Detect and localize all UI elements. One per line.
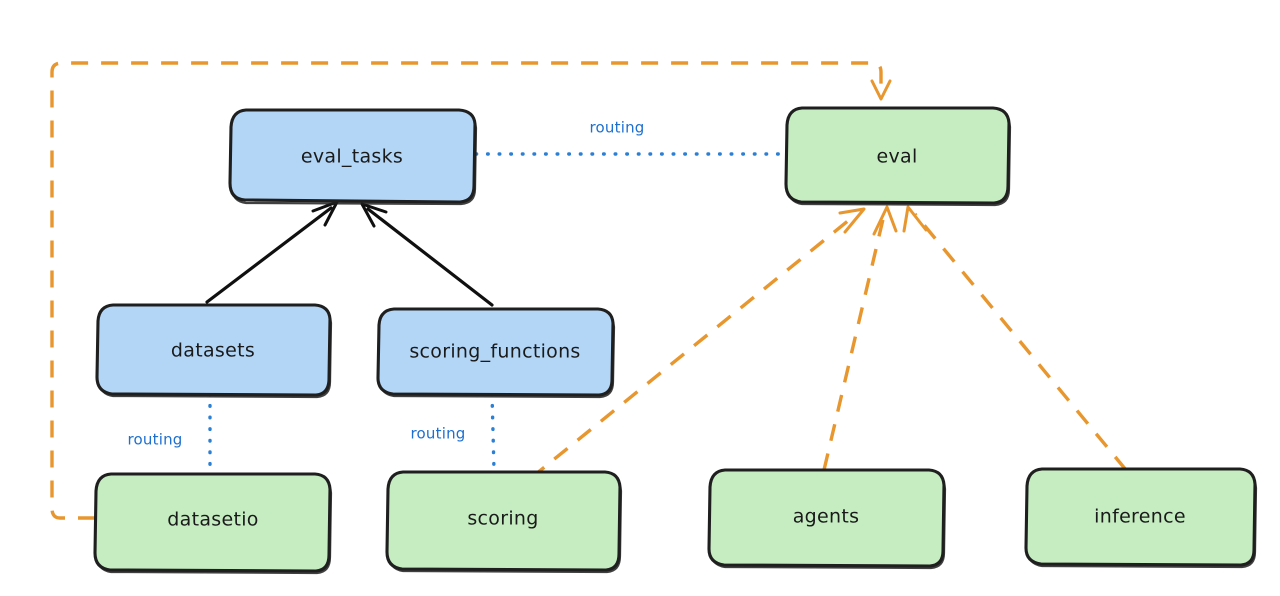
edge-label-routing-scoring_functions-scoring: routing	[411, 425, 466, 443]
node-scoring[interactable]: scoring	[385, 470, 623, 574]
edge-inference-to-eval	[902, 205, 1128, 472]
node-label-scoring_functions: scoring_functions	[409, 341, 580, 363]
node-eval[interactable]: eval	[784, 106, 1012, 207]
node-label-datasets: datasets	[171, 340, 255, 362]
node-datasets[interactable]: datasets	[95, 303, 333, 399]
node-scoring_functions[interactable]: scoring_functions	[376, 307, 616, 399]
edge-datasetio-to-eval	[50, 61, 892, 520]
node-inference[interactable]: inference	[1024, 467, 1258, 569]
node-datasetio[interactable]: datasetio	[93, 472, 333, 575]
node-agents[interactable]: agents	[707, 468, 947, 570]
edge-scoring_functions-to-scoring	[490, 392, 496, 472]
node-label-inference: inference	[1094, 506, 1186, 528]
edge-layer	[50, 61, 1128, 520]
edge-label-layer: routing routing routing	[128, 119, 645, 449]
edge-agents-to-eval	[822, 205, 898, 471]
node-label-datasetio: datasetio	[167, 509, 258, 531]
node-label-eval_tasks: eval_tasks	[301, 146, 403, 168]
edge-label-routing-datasets-datasetio: routing	[128, 431, 183, 449]
node-layer: eval_tasks eval datasets scoring_functio…	[93, 106, 1258, 575]
node-eval_tasks[interactable]: eval_tasks	[228, 108, 478, 206]
node-label-eval: eval	[876, 146, 917, 168]
edge-label-routing-eval_tasks-eval: routing	[590, 119, 645, 137]
edge-scoring_functions-to-eval_tasks	[360, 202, 494, 307]
node-label-agents: agents	[793, 506, 860, 528]
edge-scoring-to-eval	[529, 207, 866, 480]
node-label-scoring: scoring	[467, 508, 538, 530]
edge-datasets-to-eval_tasks	[205, 200, 339, 304]
